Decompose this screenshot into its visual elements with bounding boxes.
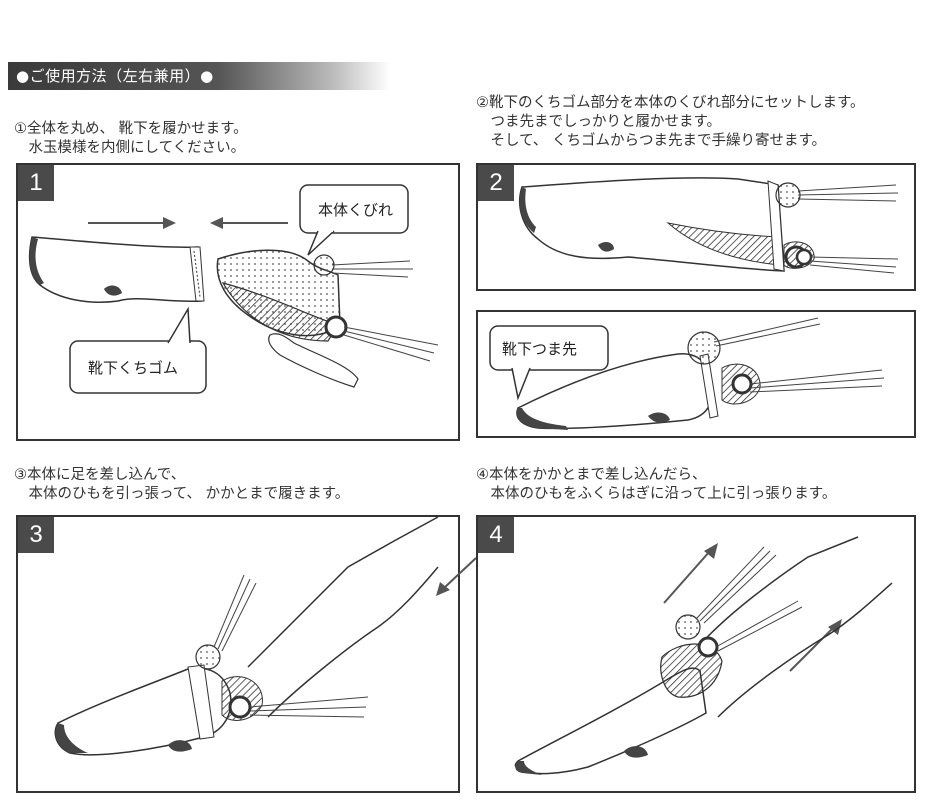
step4-panel: 4 <box>476 515 916 793</box>
step3-line-1: ③本体に足を差し込んで、 <box>14 467 186 483</box>
step3-instructions: ③本体に足を差し込んで、 本体のひもを引っ張って、 かかとまで履きます。 <box>14 466 349 504</box>
step1-line-2: 水玉模様を内側にしてください。 <box>14 140 246 156</box>
step4-illustration <box>514 536 893 775</box>
step2-line-3: そして、 くちゴムからつま先まで手繰り寄せます。 <box>476 133 826 149</box>
step2-panel-top: 2 <box>476 163 916 291</box>
arrow-up-right-icon-2 <box>789 619 842 672</box>
step4-instructions: ④本体をかかとまで差し込んだら、 本体のひもをふくらはぎに沿って上に引っ張ります… <box>476 466 836 504</box>
step4-line-2: 本体のひもをふくらはぎに沿って上に引っ張ります。 <box>476 486 837 502</box>
step1-line-1: ①全体を丸め、 靴下を履かせます。 <box>14 121 248 137</box>
callout-bubble-toe <box>489 325 609 401</box>
arrow-left-icon <box>210 217 288 229</box>
step4-badge: 4 <box>478 517 514 553</box>
step2-illustration-bottom <box>489 317 885 430</box>
step2-line-1: ②靴下のくちゴム部分を本体のくびれ部分にセットします。 <box>476 95 865 111</box>
callout-bubble-sock <box>69 306 207 394</box>
step3-line-2: 本体のひもを引っ張って、 かかとまで履きます。 <box>14 486 350 502</box>
sock-shape <box>28 236 205 303</box>
arrow-right-icon <box>88 217 176 229</box>
step1-badge: 1 <box>18 165 54 201</box>
arrow-up-right-icon <box>663 543 718 604</box>
section-header: ●ご使用方法（左右兼用）● <box>8 62 390 90</box>
arrow-to-step3-icon <box>436 557 477 596</box>
step3-illustration <box>54 517 439 756</box>
callout-sock-toe: 靴下つま先 <box>502 340 578 358</box>
callout-sock-cuff: 靴下くちゴム <box>88 359 179 377</box>
step4-line-1: ④本体をかかとまで差し込んだら、 <box>476 467 707 483</box>
step1-panel: 1 本体くびれ 靴下くちゴム <box>16 163 460 441</box>
callout-bubble-body <box>299 184 409 256</box>
step3-panel: 3 <box>16 515 460 793</box>
step3-badge: 3 <box>18 517 54 553</box>
step1-illustration <box>28 184 439 394</box>
step2-badge: 2 <box>478 165 514 201</box>
step2-illustration-top <box>518 177 899 274</box>
device-body-shape <box>216 249 439 388</box>
callout-body-constriction: 本体くびれ <box>318 201 394 219</box>
step2-panel-bottom: 靴下つま先 <box>476 310 916 438</box>
step2-instructions: ②靴下のくちゴム部分を本体のくびれ部分にセットします。 つま先までしっかりと履か… <box>476 94 865 151</box>
step1-instructions: ①全体を丸め、 靴下を履かせます。 水玉模様を内側にしてください。 <box>14 120 248 158</box>
step2-line-2: つま先までしっかりと履かせます。 <box>476 114 722 130</box>
